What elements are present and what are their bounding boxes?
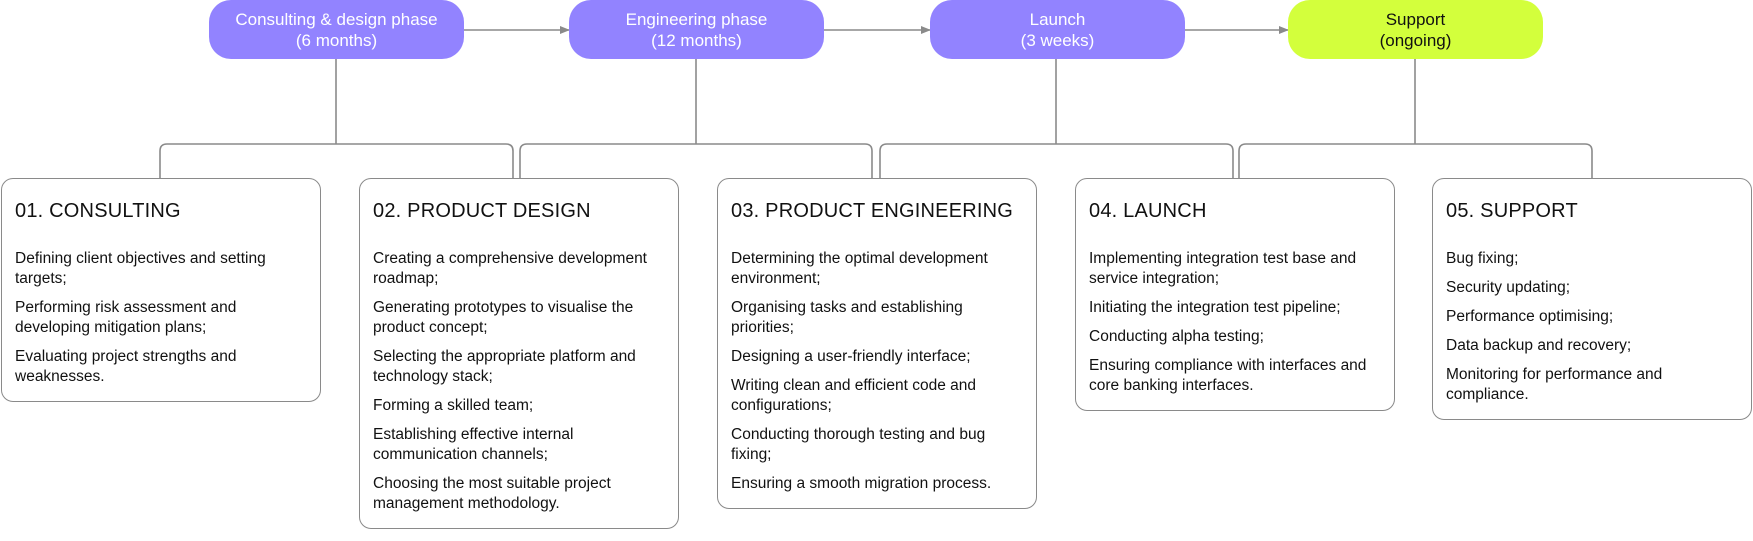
bracket-3 <box>879 143 1234 178</box>
stage-card-launch: 04. LAUNCH Implementing integration test… <box>1075 178 1395 411</box>
phase-duration: (ongoing) <box>1379 30 1452 50</box>
phase-name: Consulting & design phase <box>235 9 438 29</box>
stage-title: 04. LAUNCH <box>1089 200 1207 222</box>
stage-item: Performance optimising; <box>1446 308 1614 325</box>
stage-item: Generating prototypes to visualise the p… <box>373 299 634 336</box>
stage-item: Implementing integration test base and s… <box>1089 250 1357 287</box>
phase-launch: Launch (3 weeks) <box>930 0 1185 59</box>
stage-item: Performing risk assessment and developin… <box>15 299 237 336</box>
bracket-4 <box>1238 143 1593 178</box>
bracket-2 <box>519 143 873 178</box>
stage-item: Determining the optimal development envi… <box>731 250 988 287</box>
stage-item: Defining client objectives and setting t… <box>15 250 266 287</box>
phase-duration: (12 months) <box>651 30 742 50</box>
stage-item: Ensuring compliance with interfaces and … <box>1089 357 1367 394</box>
stage-card-product-design: 02. PRODUCT DESIGN Creating a comprehens… <box>359 178 679 529</box>
phase-consulting-design: Consulting & design phase (6 months) <box>209 0 464 59</box>
stage-item: Bug fixing; <box>1446 250 1519 267</box>
phase-name: Engineering phase <box>625 9 768 29</box>
stage-item: Data backup and recovery; <box>1446 337 1632 354</box>
stage-item: Security updating; <box>1446 279 1571 296</box>
phase-support: Support (ongoing) <box>1288 0 1543 59</box>
stage-item: Conducting thorough testing and bug fixi… <box>731 426 986 463</box>
bracket-1 <box>159 143 514 178</box>
phase-engineering: Engineering phase (12 months) <box>569 0 824 59</box>
stage-title: 02. PRODUCT DESIGN <box>373 200 591 222</box>
stage-item: Monitoring for performance and complianc… <box>1446 366 1663 403</box>
stage-title: 01. CONSULTING <box>15 200 181 222</box>
stage-item: Organising tasks and establishing priori… <box>731 299 963 336</box>
phase-name: Support <box>1385 9 1446 29</box>
phase-duration: (6 months) <box>295 30 378 50</box>
stage-item: Initiating the integration test pipeline… <box>1089 299 1341 316</box>
stage-title: 03. PRODUCT ENGINEERING <box>731 200 1014 222</box>
stage-item: Writing clean and efficient code and con… <box>731 377 977 414</box>
stage-card-support: 05. SUPPORT Bug fixing; Security updatin… <box>1432 178 1752 420</box>
stage-item: Selecting the appropriate platform and t… <box>373 348 636 385</box>
phase-name: Launch <box>1029 9 1086 29</box>
phase-duration: (3 weeks) <box>1020 30 1095 50</box>
stage-item: Choosing the most suitable project manag… <box>373 475 611 512</box>
stage-item: Conducting alpha testing; <box>1089 328 1264 345</box>
stage-title: 05. SUPPORT <box>1446 200 1578 222</box>
stage-item: Establishing effective internal communic… <box>373 426 574 463</box>
stage-item: Creating a comprehensive development roa… <box>373 250 647 287</box>
stage-item: Evaluating project strengths and weaknes… <box>15 348 237 385</box>
stage-item: Ensuring a smooth migration process. <box>731 475 992 492</box>
stage-card-product-engineering: 03. PRODUCT ENGINEERING Determining the … <box>717 178 1037 509</box>
stage-item: Forming a skilled team; <box>373 397 534 414</box>
stage-card-consulting: 01. CONSULTING Defining client objective… <box>1 178 321 402</box>
stage-item: Designing a user-friendly interface; <box>731 348 971 365</box>
